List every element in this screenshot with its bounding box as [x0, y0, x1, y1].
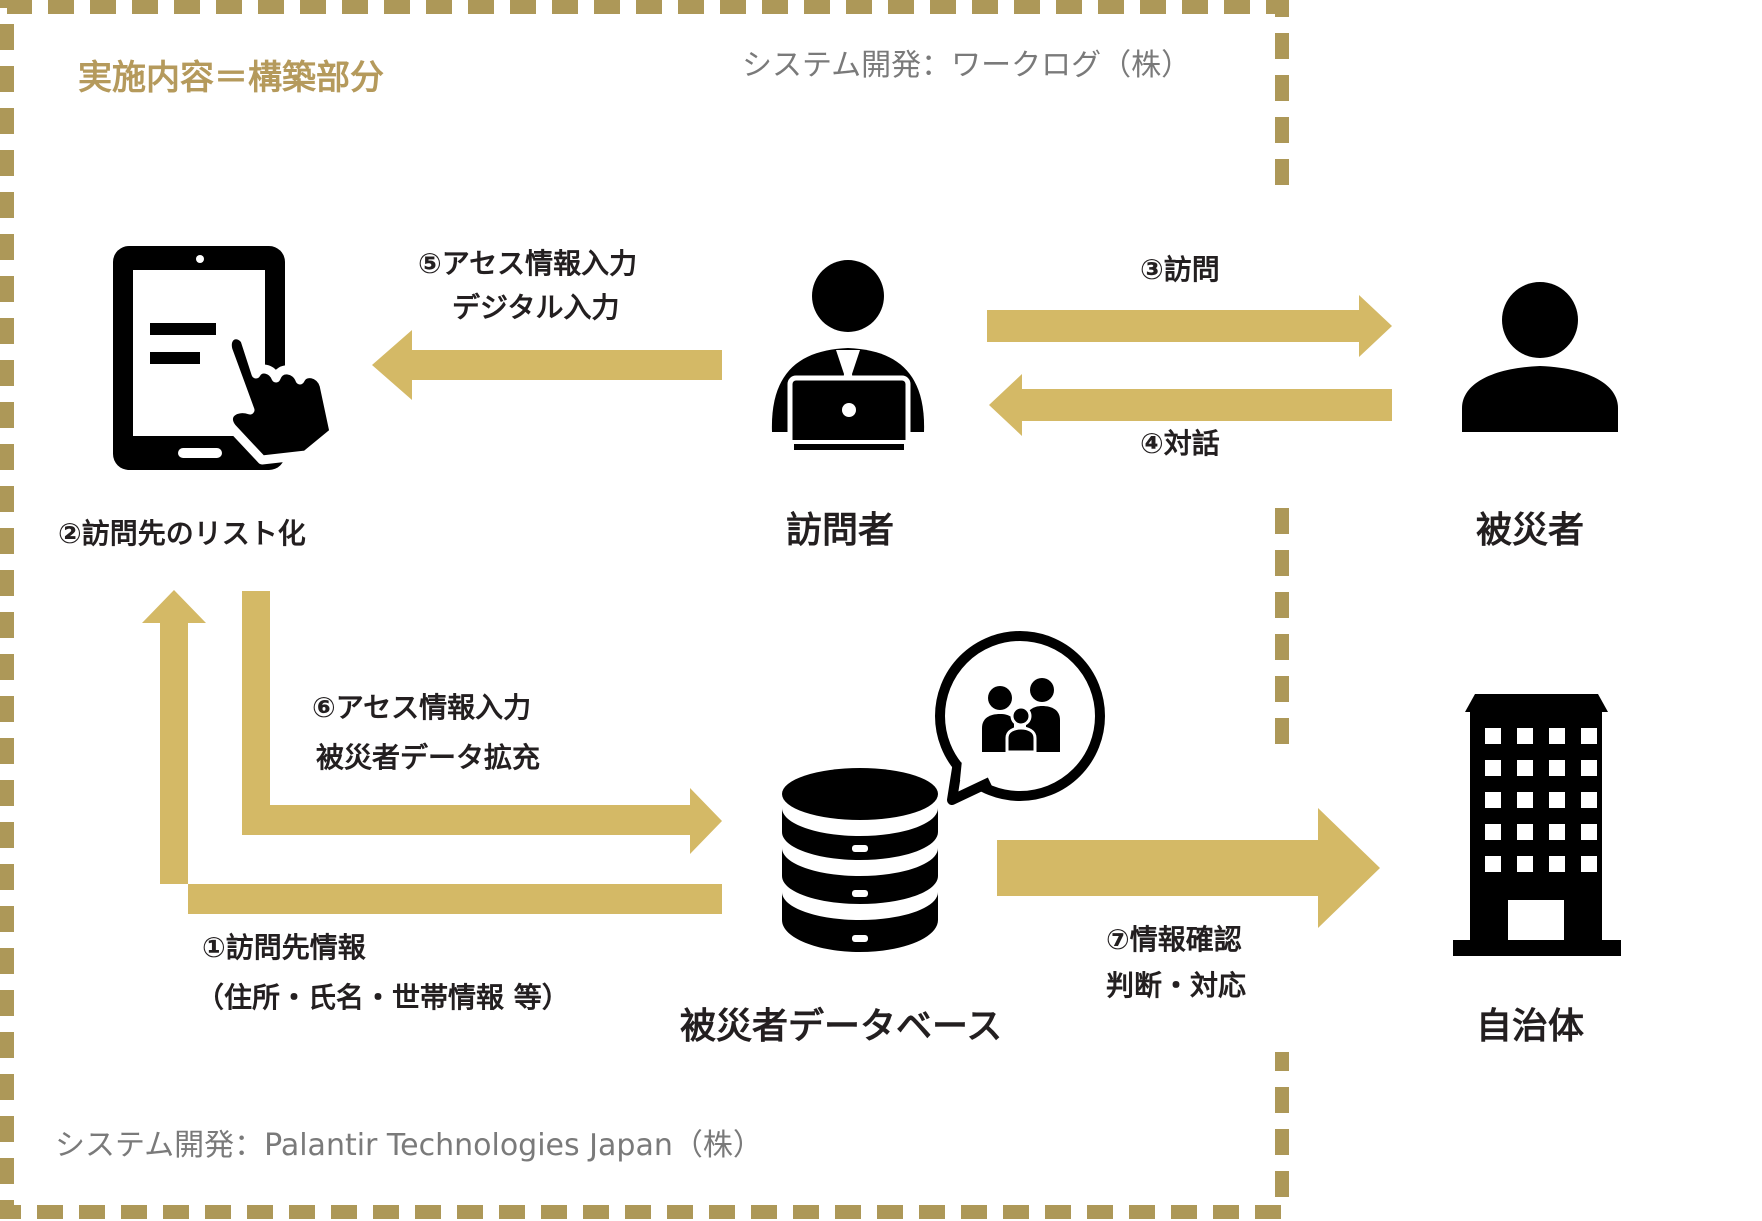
building-window — [1485, 760, 1501, 776]
building-window — [1581, 760, 1597, 776]
step6-label-line2: 被災者データ拡充 — [316, 741, 541, 774]
arrow-step3 — [987, 295, 1392, 357]
tablet-touch-icon — [113, 246, 339, 470]
arrow-step6 — [242, 591, 722, 854]
building-window — [1517, 760, 1533, 776]
building-window — [1581, 824, 1597, 840]
building-window — [1581, 728, 1597, 744]
building-window — [1517, 792, 1533, 808]
building-window — [1485, 856, 1501, 872]
step1-label-line2: （住所・氏名・世帯情報 等） — [196, 981, 570, 1014]
victim-label: 被災者 — [1476, 510, 1585, 551]
building-window — [1549, 760, 1565, 776]
building-window — [1549, 728, 1565, 744]
building-window — [1485, 792, 1501, 808]
building-window — [1517, 728, 1533, 744]
database-label: 被災者データベース — [680, 1006, 1003, 1047]
step7-label-line2: 判断・対応 — [1106, 969, 1247, 1002]
step7-label-line1: ⑦情報確認 — [1106, 923, 1242, 956]
family-icon — [982, 678, 1060, 754]
step3-label: ③訪問 — [1140, 253, 1220, 286]
building-window — [1581, 792, 1597, 808]
step6-label-line1: ⑥アセス情報入力 — [312, 691, 532, 724]
database-icon — [782, 768, 938, 952]
arrow-step5 — [372, 330, 722, 400]
building-window — [1549, 824, 1565, 840]
step5-label-line1: ⑤アセス情報入力 — [418, 247, 638, 280]
building-window — [1485, 728, 1501, 744]
building-window — [1485, 824, 1501, 840]
arrow-step4 — [989, 374, 1392, 436]
building-window — [1549, 792, 1565, 808]
scope-boundary-top-left — [0, 0, 1289, 1219]
scope-boundary — [0, 0, 1289, 1219]
building-window — [1581, 856, 1597, 872]
step4-label: ④対話 — [1140, 427, 1220, 460]
building-icon — [1453, 694, 1621, 956]
building-window — [1517, 824, 1533, 840]
arrow-step1 — [142, 590, 722, 914]
arrows — [142, 295, 1392, 928]
building-window — [1549, 856, 1565, 872]
tablet-label: ②訪問先のリスト化 — [58, 517, 306, 550]
credit-palantir: システム開発：Palantir Technologies Japan（株） — [55, 1128, 763, 1163]
building-window — [1517, 856, 1533, 872]
step1-label-line1: ①訪問先情報 — [202, 931, 366, 964]
person-laptop-icon — [771, 260, 925, 451]
municipality-label: 自治体 — [1476, 1006, 1585, 1047]
step5-label-line2: デジタル入力 — [452, 291, 620, 324]
scope-heading: 実施内容＝構築部分 — [78, 58, 384, 98]
visitor-label: 訪問者 — [786, 510, 895, 551]
arrow-step7 — [997, 808, 1380, 928]
credit-worklog: システム開発：ワークログ（株） — [742, 48, 1192, 83]
person-icon — [1462, 282, 1618, 432]
